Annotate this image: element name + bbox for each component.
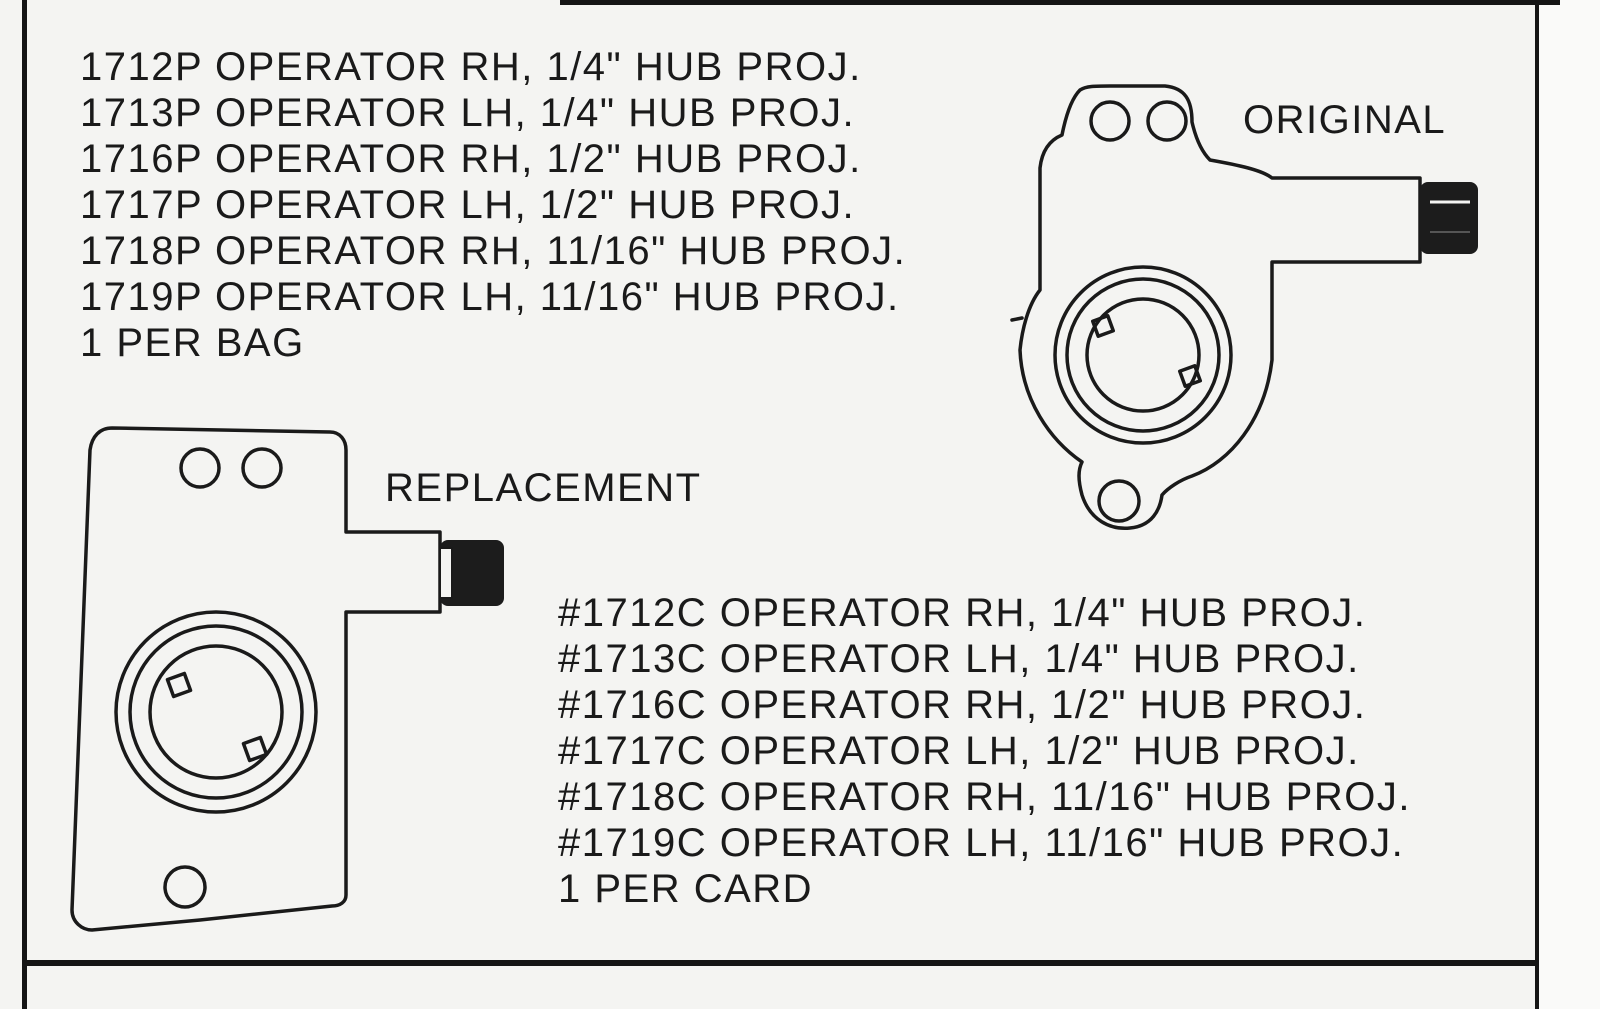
bag-part-item: 1716P OPERATOR RH, 1/2" HUB PROJ. bbox=[80, 137, 862, 181]
original-inner-ring bbox=[1085, 297, 1201, 413]
card-part-item: #1719C OPERATOR LH, 11/16" HUB PROJ. bbox=[558, 821, 1405, 865]
frame-right-border bbox=[1535, 0, 1539, 1009]
bag-part-item: 1717P OPERATOR LH, 1/2" HUB PROJ. bbox=[80, 183, 856, 227]
frame-top-border bbox=[560, 0, 1560, 5]
bag-part-list: 1712P OPERATOR RH, 1/4" HUB PROJ. 1713P … bbox=[80, 44, 906, 366]
replacement-body-outline bbox=[70, 426, 442, 932]
replacement-middle-ring bbox=[128, 624, 304, 800]
card-quantity: 1 PER CARD bbox=[558, 867, 814, 911]
original-ring-tab bbox=[1177, 363, 1203, 389]
original-ring-tab bbox=[1090, 313, 1116, 339]
bag-quantity: 1 PER BAG bbox=[80, 321, 305, 365]
replacement-top-hole-left bbox=[179, 447, 221, 489]
original-label: ORIGINAL bbox=[1243, 98, 1447, 142]
bag-part-item: 1713P OPERATOR LH, 1/4" HUB PROJ. bbox=[80, 91, 856, 135]
replacement-ring-tab bbox=[241, 735, 269, 763]
replacement-outer-ring bbox=[114, 610, 318, 814]
original-threaded-stud bbox=[1420, 182, 1478, 254]
replacement-ring-tab bbox=[165, 671, 193, 699]
original-top-hole-right bbox=[1146, 100, 1188, 142]
original-outer-ring bbox=[1053, 265, 1233, 445]
original-body-outline bbox=[1018, 84, 1422, 530]
card-part-item: #1713C OPERATOR LH, 1/4" HUB PROJ. bbox=[558, 637, 1360, 681]
bag-part-item: 1712P OPERATOR RH, 1/4" HUB PROJ. bbox=[80, 45, 862, 89]
card-part-list: #1712C OPERATOR RH, 1/4" HUB PROJ. #1713… bbox=[558, 590, 1411, 912]
original-top-hole-left bbox=[1089, 100, 1131, 142]
bag-part-item: 1719P OPERATOR LH, 11/16" HUB PROJ. bbox=[80, 275, 900, 319]
replacement-top-hole-right bbox=[241, 447, 283, 489]
replacement-bottom-hole bbox=[163, 865, 207, 909]
card-part-item: #1712C OPERATOR RH, 1/4" HUB PROJ. bbox=[558, 591, 1367, 635]
original-bottom-hole bbox=[1097, 479, 1141, 523]
replacement-label: REPLACEMENT bbox=[385, 466, 702, 510]
card-part-item: #1717C OPERATOR LH, 1/2" HUB PROJ. bbox=[558, 729, 1360, 773]
original-middle-ring bbox=[1065, 277, 1221, 433]
card-part-item: #1716C OPERATOR RH, 1/2" HUB PROJ. bbox=[558, 683, 1367, 727]
frame-bottom-border bbox=[22, 960, 1539, 966]
bag-part-item: 1718P OPERATOR RH, 11/16" HUB PROJ. bbox=[80, 229, 907, 273]
frame-left-border bbox=[22, 0, 27, 1009]
replacement-inner-ring bbox=[148, 644, 284, 780]
page-edge bbox=[1539, 0, 1600, 1009]
card-part-item: #1718C OPERATOR RH, 11/16" HUB PROJ. bbox=[558, 775, 1411, 819]
replacement-threaded-stud bbox=[439, 540, 504, 606]
